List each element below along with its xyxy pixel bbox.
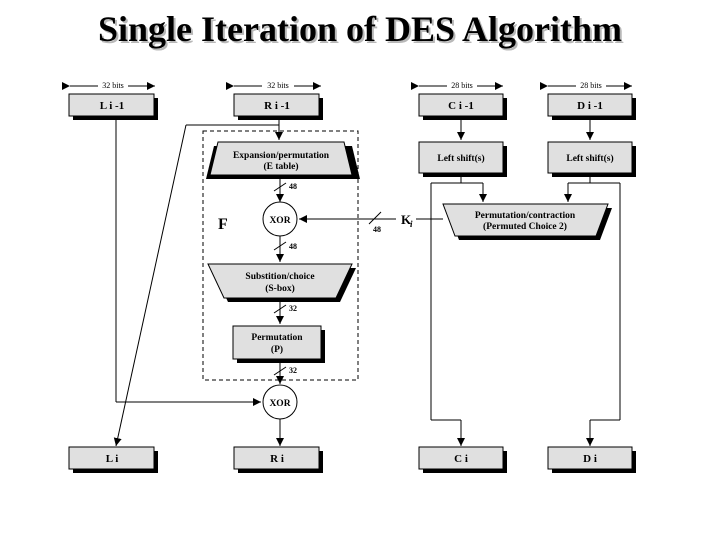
svg-text:C i -1: C i -1 <box>448 100 474 112</box>
input-box-c: C i -1 <box>418 93 507 120</box>
svg-text:28 bits: 28 bits <box>580 81 602 90</box>
svg-text:XOR: XOR <box>269 216 290 226</box>
bits-after-xor: 48 <box>289 242 297 251</box>
svg-text:28 bits: 28 bits <box>451 81 473 90</box>
permutation-p-box: Permutation (P) <box>232 325 325 363</box>
output-box-c: C i <box>418 446 507 473</box>
width-indicator-d: 28 bits <box>540 80 632 90</box>
bits-key: 48 <box>373 225 381 234</box>
svg-text:Left shift(s): Left shift(s) <box>437 153 484 164</box>
output-box-r: R i <box>233 446 323 473</box>
svg-text:XOR: XOR <box>269 399 290 409</box>
svg-text:D i: D i <box>583 453 597 465</box>
bits-after-expansion: 48 <box>289 182 297 191</box>
svg-text:Expansion/permutation: Expansion/permutation <box>233 151 330 161</box>
key-label: K i <box>401 212 413 229</box>
svg-text:R i -1: R i -1 <box>264 100 290 112</box>
svg-text:(E table): (E table) <box>263 161 298 172</box>
f-function-region <box>202 130 359 381</box>
expansion-permutation-box: Expansion/permutation (E table) <box>206 141 360 179</box>
svg-text:32 bits: 32 bits <box>102 81 124 90</box>
output-box-d: D i <box>547 446 636 473</box>
width-indicator-l: 32 bits <box>62 80 155 90</box>
input-box-d: D i -1 <box>547 93 636 120</box>
output-box-l: L i <box>68 446 158 473</box>
svg-text:Left shift(s): Left shift(s) <box>566 153 613 164</box>
f-function-label: F <box>218 216 228 233</box>
svg-text:D i -1: D i -1 <box>577 100 603 112</box>
svg-text:Permutation: Permutation <box>251 333 303 343</box>
svg-text:L i: L i <box>106 453 119 465</box>
bits-after-sbox: 32 <box>289 304 297 313</box>
sbox-box: Substition/choice (S-box) <box>207 263 356 302</box>
pc2-box: Permutation/contraction (Permuted Choice… <box>442 203 612 240</box>
svg-text:L i -1: L i -1 <box>100 100 124 112</box>
svg-text:32 bits: 32 bits <box>267 81 289 90</box>
svg-text:Permutation/contraction: Permutation/contraction <box>475 211 576 221</box>
xor-f-node: XOR <box>262 201 298 237</box>
svg-text:K: K <box>401 212 412 227</box>
page-title: Single Iteration of DES Algorithm <box>97 9 622 49</box>
xor-round-node: XOR <box>262 384 298 420</box>
svg-text:Substition/choice: Substition/choice <box>245 272 314 282</box>
input-box-r: R i -1 <box>233 93 323 120</box>
input-box-l: L i -1 <box>68 93 158 120</box>
width-indicator-c: 28 bits <box>411 80 503 90</box>
width-indicator-r: 32 bits <box>226 80 321 90</box>
svg-text:(Permuted Choice 2): (Permuted Choice 2) <box>483 221 567 232</box>
svg-text:C i: C i <box>454 453 468 465</box>
bits-after-permutation: 32 <box>289 366 297 375</box>
svg-text:R i: R i <box>270 453 284 465</box>
left-shift-box-c: Left shift(s) <box>418 141 507 177</box>
svg-text:(S-box): (S-box) <box>265 283 295 294</box>
left-shift-box-d: Left shift(s) <box>547 141 636 177</box>
svg-text:i: i <box>410 219 413 229</box>
svg-text:(P): (P) <box>271 344 283 355</box>
